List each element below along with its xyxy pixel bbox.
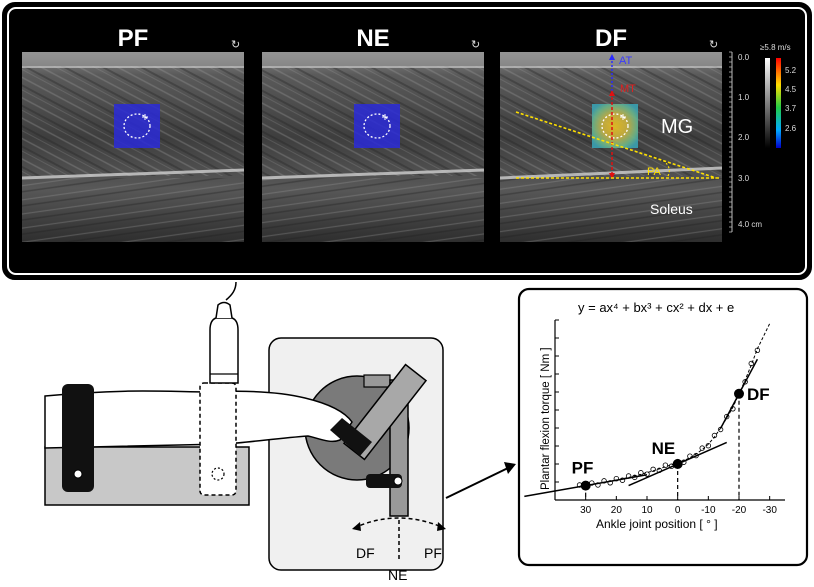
ultrasound-panel-3: DF ↻ xyxy=(500,25,722,242)
depth-tick-label: 4.0 cm xyxy=(738,220,762,229)
roi-box xyxy=(354,104,400,148)
mg-label: MG xyxy=(661,116,693,138)
at-label: AT xyxy=(619,55,633,67)
velocity-color-bar xyxy=(776,58,781,148)
aponeurosis-line xyxy=(515,111,717,179)
key-point-df xyxy=(734,388,744,399)
y-axis-label: Plantar flexion torque [ Nm ] xyxy=(540,347,552,490)
key-point-label: DF xyxy=(747,385,770,404)
pa-label: PA xyxy=(647,166,662,178)
velocity-tick: 3.7 xyxy=(785,104,797,113)
torque-chart: 30 20 10 0 -10 -20 -30 PF NE DF xyxy=(524,319,785,516)
data-point xyxy=(650,466,656,473)
velocity-tick: 5.2 xyxy=(785,66,797,75)
pf-direction-label: PF xyxy=(424,545,442,561)
depth-scale: 0.0 1.0 2.0 3.0 4.0 cm xyxy=(729,51,762,233)
velocity-scale: ≥5.8 m/s 5.2 4.5 3.7 2.6 xyxy=(760,43,797,148)
panel-label: PF xyxy=(118,25,149,52)
svg-text:↻: ↻ xyxy=(471,39,480,51)
data-point xyxy=(644,471,650,477)
data-point xyxy=(662,462,669,468)
ultrasound-panel-2: NE ↻ xyxy=(262,25,484,242)
depth-tick-label: 0.0 xyxy=(738,53,750,62)
data-point xyxy=(754,347,761,353)
df-annotations: AT MT PA MG Soleus xyxy=(515,54,720,217)
grayscale-bar xyxy=(765,58,770,148)
data-point xyxy=(748,360,754,367)
setup-illustration: DF NE PF xyxy=(44,301,516,583)
data-point xyxy=(601,478,607,484)
connector-arrow xyxy=(445,467,509,499)
data-point xyxy=(699,445,705,451)
foot-strap xyxy=(330,418,372,456)
chart-frame xyxy=(517,287,809,567)
foot-plate xyxy=(342,363,428,461)
x-tick-label: 20 xyxy=(611,505,623,516)
x-tick-label: 30 xyxy=(580,505,592,516)
pa-arc xyxy=(663,160,670,177)
panel-label: DF xyxy=(595,25,627,52)
data-point xyxy=(724,413,730,420)
data-point xyxy=(638,470,644,476)
data-point xyxy=(711,432,718,439)
x-axis-label: Ankle joint position [ ° ] xyxy=(596,517,718,531)
svg-text:↻: ↻ xyxy=(231,39,240,51)
key-point-label: PF xyxy=(572,459,594,478)
x-tick-label: -20 xyxy=(732,505,747,516)
ultrasound-panel-1: PF ↻ xyxy=(22,25,244,242)
velocity-tick: 4.5 xyxy=(785,85,797,94)
depth-tick-label: 2.0 xyxy=(738,133,750,142)
data-point xyxy=(595,482,601,488)
x-tick-label: -30 xyxy=(762,505,777,516)
svg-text:↻: ↻ xyxy=(709,39,718,51)
x-tick-label: 10 xyxy=(641,505,653,516)
ultrasound-probe xyxy=(209,317,239,384)
ne-direction-label: NE xyxy=(388,567,407,583)
heel-strap xyxy=(366,474,402,488)
velocity-tick: 2.6 xyxy=(785,124,797,133)
data-point xyxy=(613,476,620,482)
probe-cable xyxy=(225,281,237,301)
x-tick-label: -10 xyxy=(701,505,716,516)
mt-label: MT xyxy=(620,83,636,95)
depth-tick-label: 3.0 xyxy=(738,174,750,183)
chart-title: y = ax⁴ + bx³ + cx² + dx + e xyxy=(578,300,734,315)
df-direction-label: DF xyxy=(356,545,375,561)
roi-box xyxy=(114,104,160,148)
leg xyxy=(44,390,353,449)
velocity-max-label: ≥5.8 m/s xyxy=(760,43,791,52)
data-point xyxy=(705,443,712,449)
depth-tick-label: 1.0 xyxy=(738,93,750,102)
key-point-pf xyxy=(580,480,591,491)
data-point xyxy=(742,379,748,385)
data-point xyxy=(607,480,613,486)
key-point-ne xyxy=(672,459,683,469)
key-point-label: NE xyxy=(652,439,676,458)
panel-label: NE xyxy=(356,25,389,52)
soleus-label: Soleus xyxy=(650,201,693,217)
leg-strap xyxy=(62,384,94,492)
roi-box xyxy=(592,104,638,148)
rotation-arc xyxy=(353,517,445,529)
x-tick-label: 0 xyxy=(675,505,681,516)
